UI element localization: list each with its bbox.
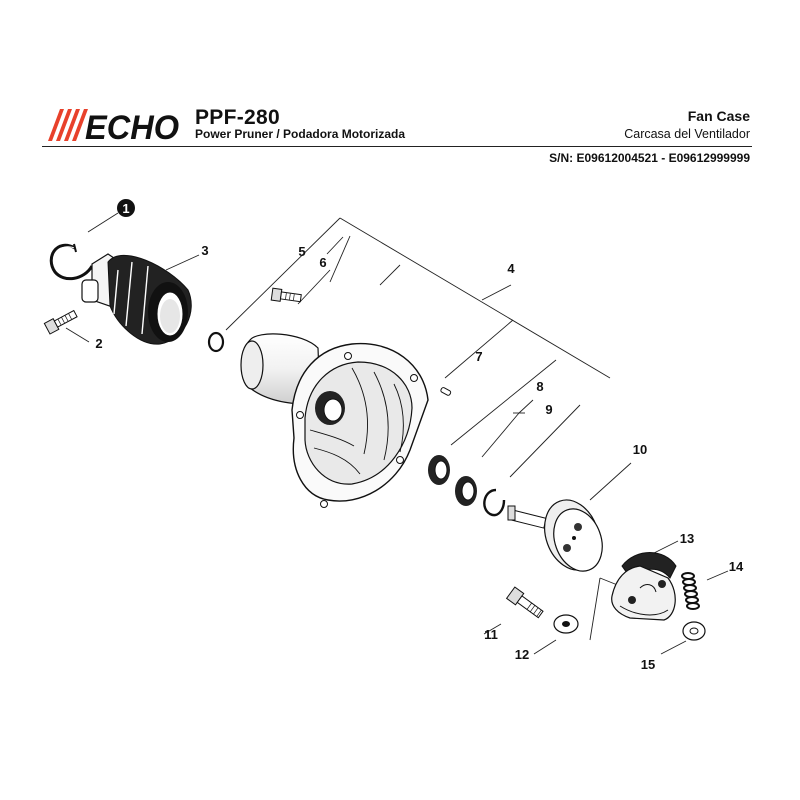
callout-8: 8	[536, 379, 543, 394]
callout-2: 2	[95, 336, 102, 351]
part-retaining-ring	[483, 488, 506, 517]
part-bolt	[270, 287, 302, 303]
callout-1: 1	[122, 201, 129, 216]
header-rule	[42, 146, 752, 147]
part-clutch-drum	[507, 499, 603, 572]
part-pin	[440, 387, 452, 396]
part-bolt-small	[43, 309, 78, 335]
part-clamp-sleeve	[81, 253, 192, 345]
product-name: Power Pruner / Podadora Motorizada	[195, 127, 406, 141]
callout-12: 12	[515, 647, 529, 662]
callout-15: 15	[641, 657, 655, 672]
part-clutch-bolt	[505, 586, 544, 619]
callout-14: 14	[729, 559, 744, 574]
echo-logo: ECHO	[48, 109, 179, 145]
model-number: PPF-280	[195, 106, 280, 129]
callout-7: 7	[475, 349, 482, 364]
section-title-spanish: Carcasa del Ventilador	[624, 127, 750, 141]
callout-1-badge	[117, 199, 135, 217]
part-clutch-spring	[681, 572, 700, 610]
part-washer-2	[682, 621, 706, 641]
brand-wordmark: ECHO	[85, 109, 179, 145]
callout-3: 3	[201, 243, 208, 258]
part-o-ring	[207, 331, 225, 353]
callout-5: 5	[298, 244, 305, 259]
callout-4: 4	[507, 261, 515, 276]
part-fan-case	[240, 333, 429, 508]
callout-6: 6	[319, 255, 326, 270]
part-clutch-shoe-assembly	[611, 552, 677, 621]
callout-13: 13	[680, 531, 694, 546]
part-bearing	[428, 455, 477, 506]
part-washer	[553, 614, 579, 634]
callouts: 1 2 3 4 5 6 7 8 9 10 11 12 13 14 15	[95, 199, 744, 672]
part-circlip	[49, 243, 94, 281]
serial-number-range: S/N: E09612004521 - E09612999999	[549, 151, 750, 165]
callout-10: 10	[633, 442, 647, 457]
page-header: ECHO PPF-280 Power Pruner / Podadora Mot…	[0, 0, 800, 170]
section-title: Fan Case	[687, 108, 750, 124]
callout-11: 11	[484, 627, 498, 642]
callout-9: 9	[545, 402, 552, 417]
